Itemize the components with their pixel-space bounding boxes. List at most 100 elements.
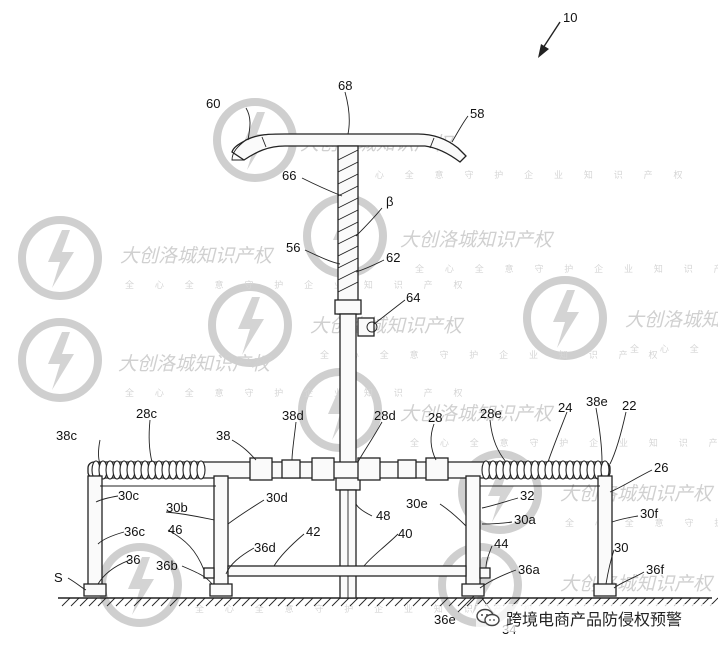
label-40: 40 [398,526,412,541]
label-62: 62 [386,250,400,265]
watermark-tagline: 全 心 全 意 守 护 企 业 知 识 产 权 [415,263,718,275]
ground-hatch-line [70,597,80,607]
label-28: 28 [428,410,442,425]
label-38e: 38e [586,394,608,409]
ground-hatch-line [151,597,161,607]
ground-hatch-line [169,597,179,607]
ground-hatch-line [412,597,422,607]
label-beta: β [386,194,393,209]
ground-hatch-line [286,597,296,607]
label-38d: 38d [282,408,304,423]
label-48: 48 [376,508,390,523]
label-30b: 30b [166,500,188,515]
label-30a: 30a [514,512,536,527]
label-32: 32 [520,488,534,503]
ground-hatch-line [250,597,260,607]
watermark-logo-icon [523,276,607,360]
watermark-tagline: 全 心 全 意 守 护 企 业 知 识 产 权 [125,279,471,291]
leader-lines [67,91,653,619]
ground-surface [58,597,718,607]
ground-hatch-line [331,597,341,607]
wechat-icon [476,608,500,627]
watermark-tagline: 全 心 全 意 守 护 企 业 知 识 产 权 [320,349,666,361]
label-66: 66 [282,168,296,183]
ground-hatch-line [115,597,125,607]
ground-hatch-line [322,597,332,607]
handlebar [231,133,467,163]
label-64: 64 [406,290,420,305]
ground-hatch-line [295,597,305,607]
frame-legs [83,475,617,597]
credit-badge: 跨境电商产品防侵权预警 [476,604,716,632]
label-30: 30 [614,540,628,555]
ground-hatch-line [232,597,242,607]
ground-hatch-line [160,597,170,607]
label-42: 42 [306,524,320,539]
ground-hatch-line [133,597,143,607]
lower-crossbar [227,565,467,577]
ground-hatch-line [349,597,359,607]
watermark-brand: 大创洛城知识产权 [400,229,555,251]
label-28d: 28d [374,408,396,423]
ground-hatch-line [403,597,413,607]
frame-top-rail [87,457,611,481]
watermark-brand: 大创洛城知识产权 [310,315,465,337]
label-38: 38 [216,428,230,443]
watermark-brand: 大创洛城知识产权 [118,353,273,375]
label-36f: 36f [646,562,664,577]
label-58: 58 [470,106,484,121]
label-36b: 36b [156,558,178,573]
watermark-tagline: 全 心 全 意 守 护 企 业 知 识 产 权 [630,343,718,355]
ground-hatch-line [88,597,98,607]
label-28e: 28e [480,406,502,421]
label-28c: 28c [136,406,157,421]
ground-hatch-line [196,597,206,607]
ground-hatch-line [277,597,287,607]
label-56: 56 [286,240,300,255]
ground-hatch-line [430,597,440,607]
ground-hatch-line [97,597,107,607]
label-30f: 30f [640,506,658,521]
ground-hatch-line [187,597,197,607]
ground-hatch-line [466,597,476,607]
ground-hatch-line [313,597,323,607]
ground-hatch-line [223,597,233,607]
label-26: 26 [654,460,668,475]
label-68: 68 [338,78,352,93]
watermark-brand: 大创洛城知识产权 [400,403,555,425]
ground-hatch-line [340,597,350,607]
label-36e: 36e [434,612,456,627]
watermark-tagline: 全 心 全 意 守 护 企 业 知 识 产 权 [410,437,718,449]
ground-hatch-line [394,597,404,607]
ground-hatch-line [439,597,449,607]
ground-hatch-line [448,597,458,607]
ground-hatch-line [304,597,314,607]
ground-hatch-line [61,597,71,607]
ground-hatch-line [376,597,386,607]
watermark-brand: 大创洛城知识产权 [560,573,715,595]
ground-hatch-line [205,597,215,607]
label-60: 60 [206,96,220,111]
label-36c: 36c [124,524,145,539]
ground-hatch-line [421,597,431,607]
label-44: 44 [494,536,508,551]
label-s: S [54,570,63,585]
ground-hatch-line [259,597,269,607]
label-36d: 36d [254,540,276,555]
ground-hatch-line [268,597,278,607]
label-36a: 36a [518,562,540,577]
watermark-logo-icon [18,318,102,402]
label-30c: 30c [118,488,139,503]
label-22: 22 [622,398,636,413]
ground-hatch-line [457,597,467,607]
watermark-logo-icon [18,216,102,300]
watermark-tagline: 全 心 全 意 守 护 企 业 知 识 产 权 [345,169,691,181]
label-24: 24 [558,400,572,415]
watermark-tagline: 全 心 全 意 守 护 企 业 知 识 产 权 [195,603,541,615]
ground-hatch-line [124,597,134,607]
watermark-tagline: 全 心 全 意 守 护 企 业 知 识 产 权 [125,387,471,399]
ground-hatch-line [385,597,395,607]
watermark-brand: 大创洛城知识产权 [625,309,718,331]
ground-hatch-line [106,597,116,607]
